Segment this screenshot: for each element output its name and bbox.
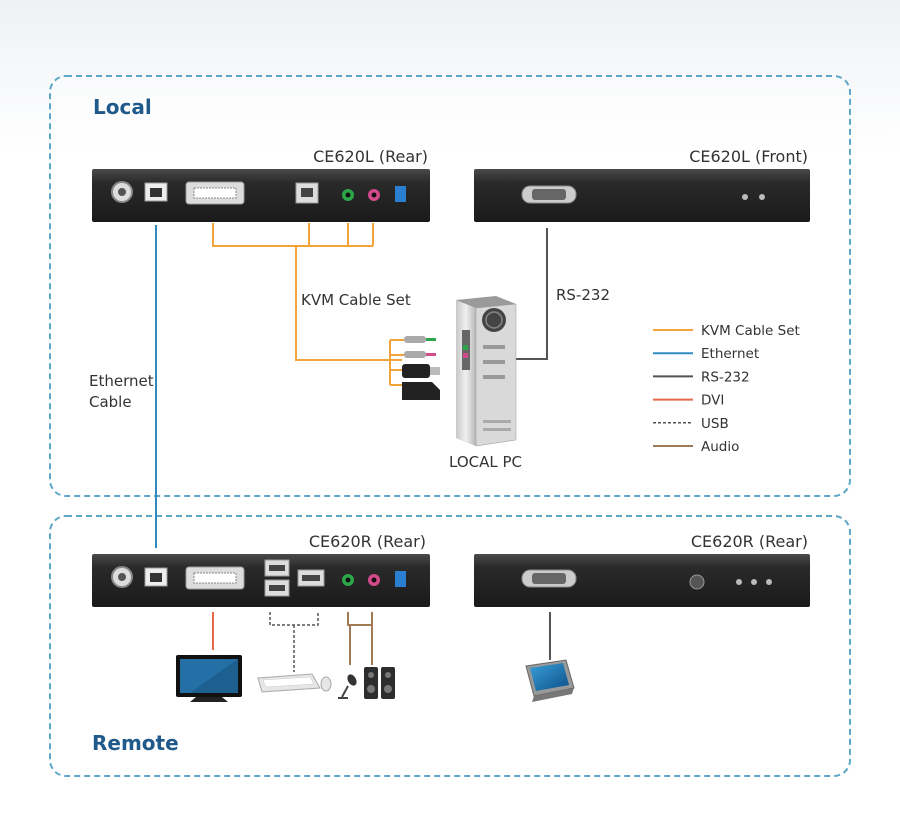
- led-icon: [736, 579, 742, 585]
- rs232-label: RS-232: [556, 286, 610, 304]
- ce620l-rear-unit: [92, 169, 430, 222]
- ce620l-front-title: CE620L (Front): [689, 147, 808, 166]
- ethernet-cable-label-line2: Cable: [89, 393, 132, 411]
- legend-label: USB: [701, 416, 729, 432]
- legend-item: Ethernet: [653, 346, 759, 362]
- microphone-icon: [338, 674, 357, 699]
- kvm-cable-set: [212, 223, 404, 386]
- ce620r-rear-title: CE620R (Rear): [309, 532, 426, 551]
- legend-label: KVM Cable Set: [701, 323, 800, 339]
- usb-cable: [269, 612, 319, 672]
- dip-switch-icon: [395, 571, 406, 587]
- remote-zone-title: Remote: [92, 731, 179, 755]
- legend-item: Audio: [653, 439, 739, 455]
- mouse-icon: [320, 676, 332, 692]
- led-icon: [742, 194, 748, 200]
- ce620l-rear-title: CE620L (Rear): [313, 147, 428, 166]
- rs232-cable: [516, 228, 548, 360]
- keyboard-icon: [257, 673, 321, 693]
- legend-item: DVI: [653, 393, 724, 409]
- local-zone-title: Local: [93, 95, 152, 119]
- legend-label: DVI: [701, 393, 724, 409]
- local-zone: [49, 75, 851, 497]
- legend-item: RS-232: [653, 369, 750, 385]
- legend-item: KVM Cable Set: [653, 323, 800, 339]
- ce620l-front-unit: [474, 169, 810, 222]
- kvm-connectors-icon: [402, 336, 440, 400]
- ethernet-cable-label-line1: Ethernet: [89, 372, 154, 390]
- local-pc-icon: [456, 296, 517, 447]
- ce620r-front-unit: [474, 554, 810, 607]
- push-button-icon: [689, 574, 705, 590]
- legend-label: RS-232: [701, 369, 750, 385]
- remote-zone: [49, 515, 851, 777]
- led-icon: [751, 579, 757, 585]
- monitor-icon: [176, 655, 242, 702]
- legend-label: Audio: [701, 439, 739, 455]
- legend-label: Ethernet: [701, 346, 759, 362]
- legend-item: USB: [653, 416, 729, 432]
- audio-cable: [347, 612, 373, 665]
- local-pc-label: LOCAL PC: [449, 453, 522, 471]
- led-icon: [766, 579, 772, 585]
- dip-switch-icon: [395, 186, 406, 202]
- ce620r-rear-unit: [92, 554, 430, 607]
- speakers-icon: [364, 667, 395, 699]
- kvm-cable-set-label: KVM Cable Set: [301, 291, 411, 309]
- led-icon: [759, 194, 765, 200]
- ce620r-front-title: CE620R (Rear): [691, 532, 808, 551]
- touch-panel-icon: [525, 659, 575, 702]
